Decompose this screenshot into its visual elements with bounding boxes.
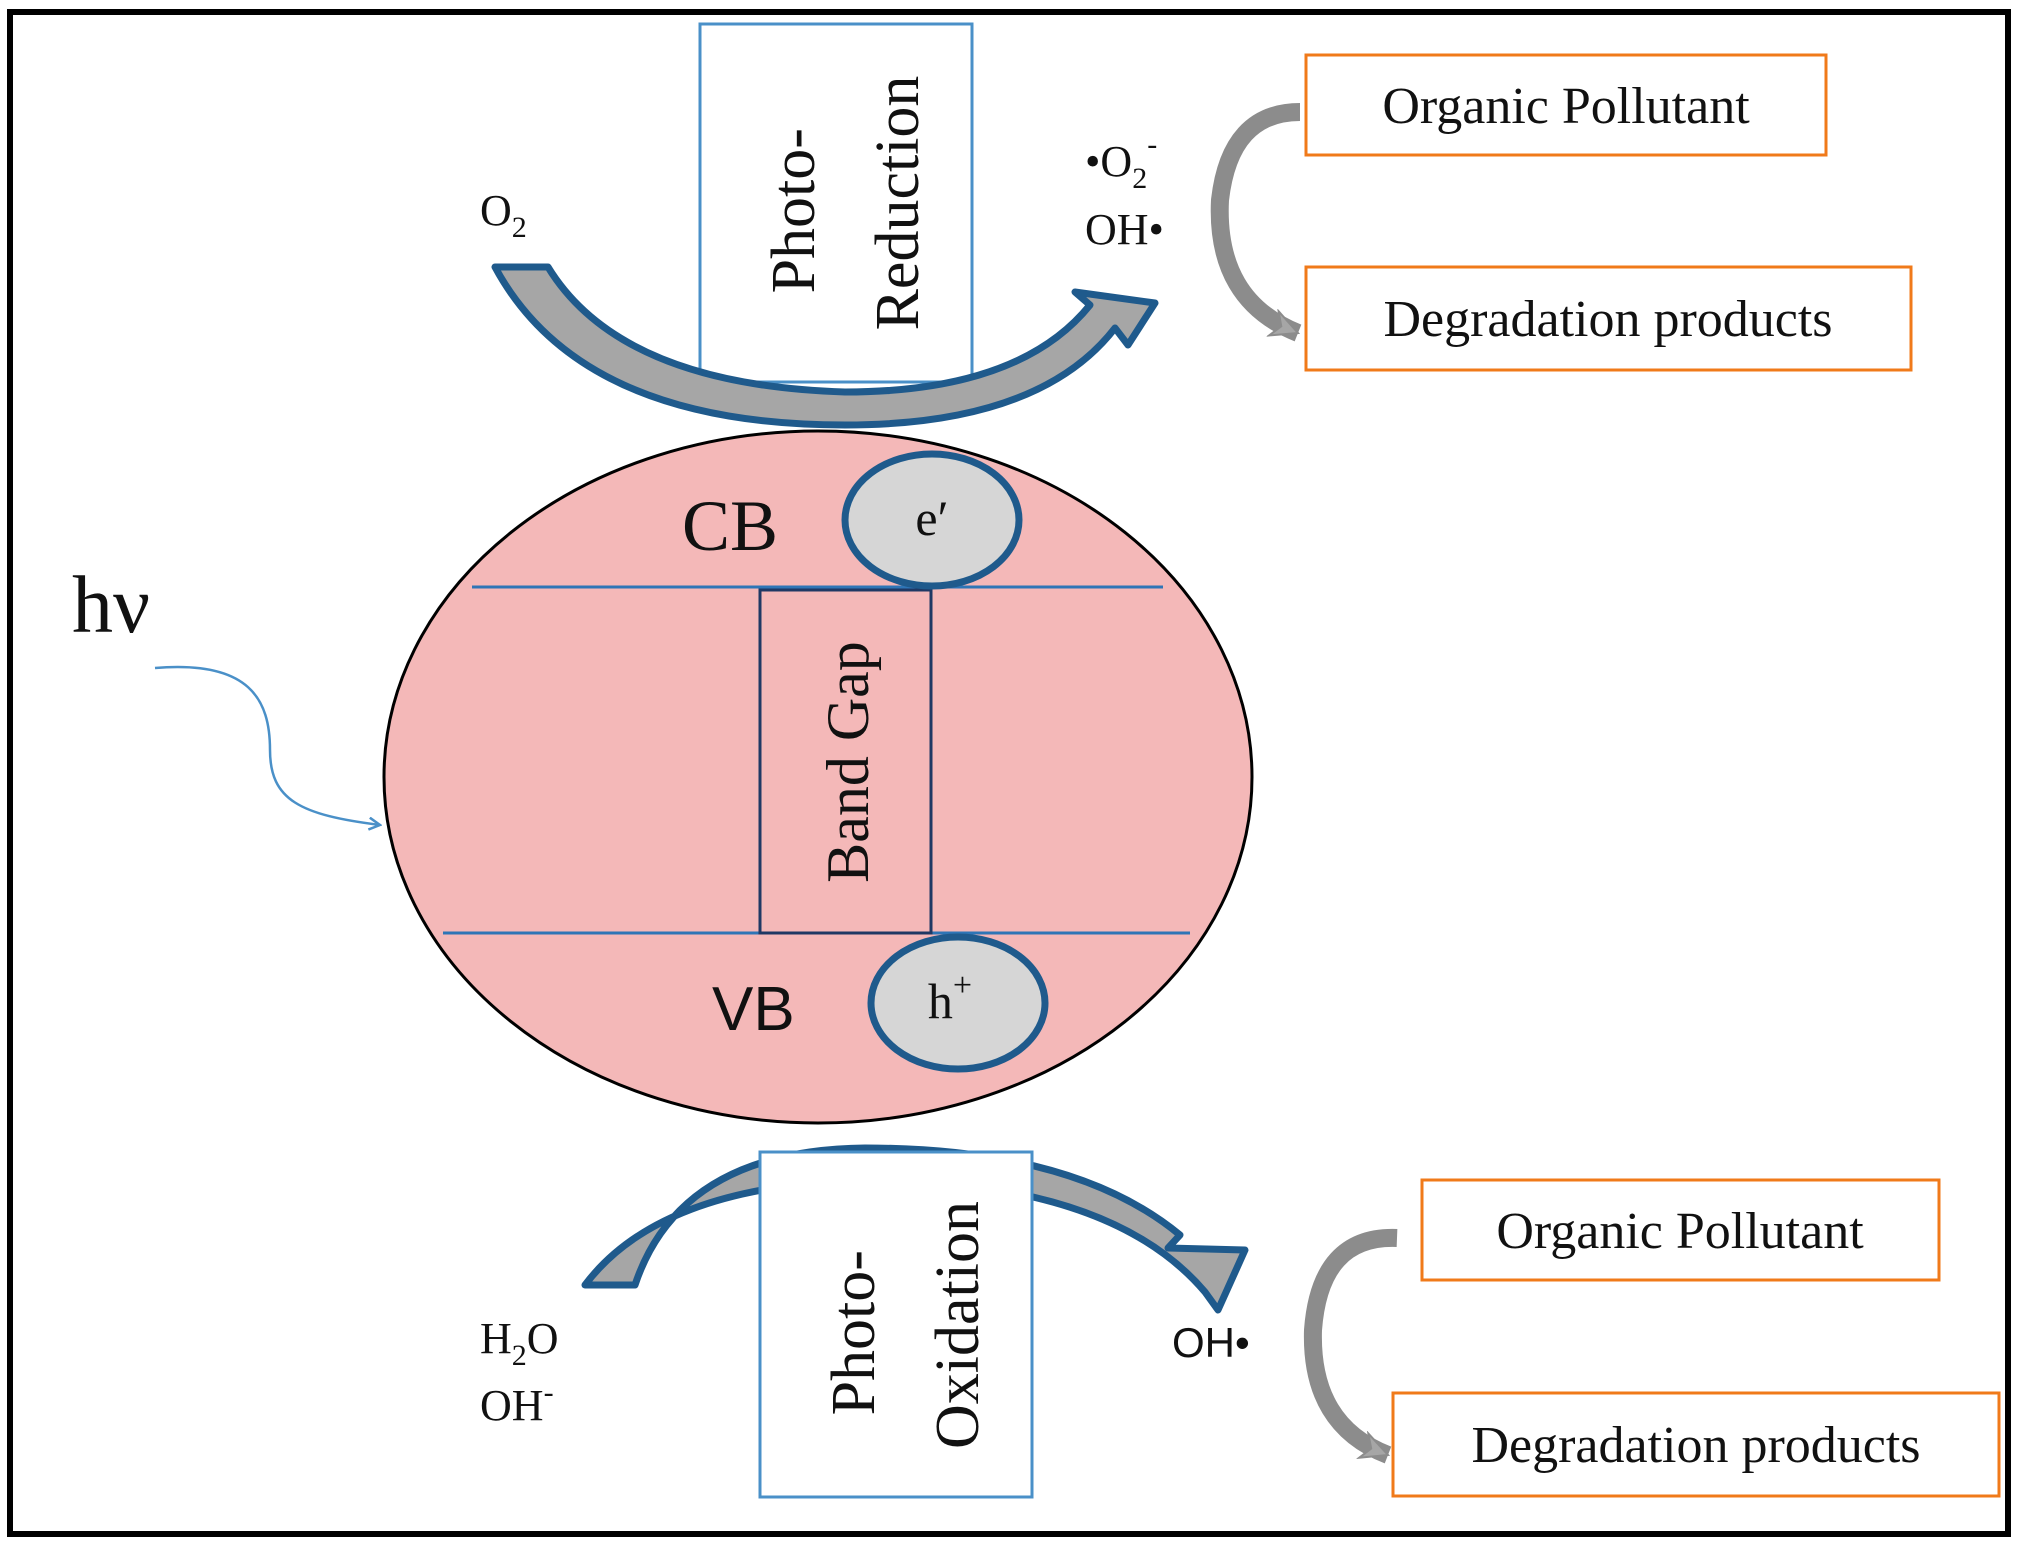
vb-label: VB — [712, 975, 795, 1044]
top-cycle-arrow — [1210, 103, 1302, 342]
light-hv-label: hν — [72, 559, 150, 650]
band-gap-box — [758, 588, 933, 935]
top-degradation-box — [1304, 265, 1913, 372]
cb-label: CB — [682, 486, 778, 566]
band-gap-label: Band Gap — [815, 641, 881, 883]
hole-label: h+ — [928, 967, 972, 1029]
oxidation-reactant-water: H2O — [480, 1314, 559, 1372]
bottom-pollutant-label: Organic Pollutant — [1496, 1203, 1864, 1260]
outer-frame — [7, 9, 2011, 1537]
reduction-reactant-o2: O2 — [480, 186, 527, 244]
electron-label: e′ — [915, 490, 948, 546]
top-pollutant-box — [1304, 53, 1828, 157]
top-pollutant-label: Organic Pollutant — [1382, 78, 1750, 135]
photo-reduction-label: Photo- Reduction — [760, 76, 932, 331]
oxidation-reactant-hydroxide: OH- — [480, 1376, 554, 1430]
reduction-product-superoxide: •O2- — [1085, 128, 1157, 195]
reduction-arrow — [491, 263, 1159, 429]
bottom-degradation-box — [1391, 1391, 2001, 1498]
bottom-cycle-arrow — [1303, 1228, 1398, 1464]
reduction-product-hydroxyl: OH• — [1085, 205, 1164, 254]
oxidation-product-hydroxyl: OH• — [1172, 1319, 1250, 1366]
top-degradation-label: Degradation products — [1383, 291, 1832, 348]
light-wave-arrow — [154, 665, 380, 825]
electron-carrier — [841, 450, 1023, 590]
photo-oxidation-label: Photo- Oxidation — [820, 1201, 992, 1449]
photo-reduction-box — [698, 22, 974, 384]
semiconductor-particle — [382, 429, 1254, 1125]
hole-carrier — [867, 933, 1049, 1073]
photo-oxidation-box — [758, 1150, 1034, 1499]
bottom-degradation-label: Degradation products — [1471, 1417, 1920, 1474]
bottom-pollutant-box — [1420, 1178, 1941, 1282]
